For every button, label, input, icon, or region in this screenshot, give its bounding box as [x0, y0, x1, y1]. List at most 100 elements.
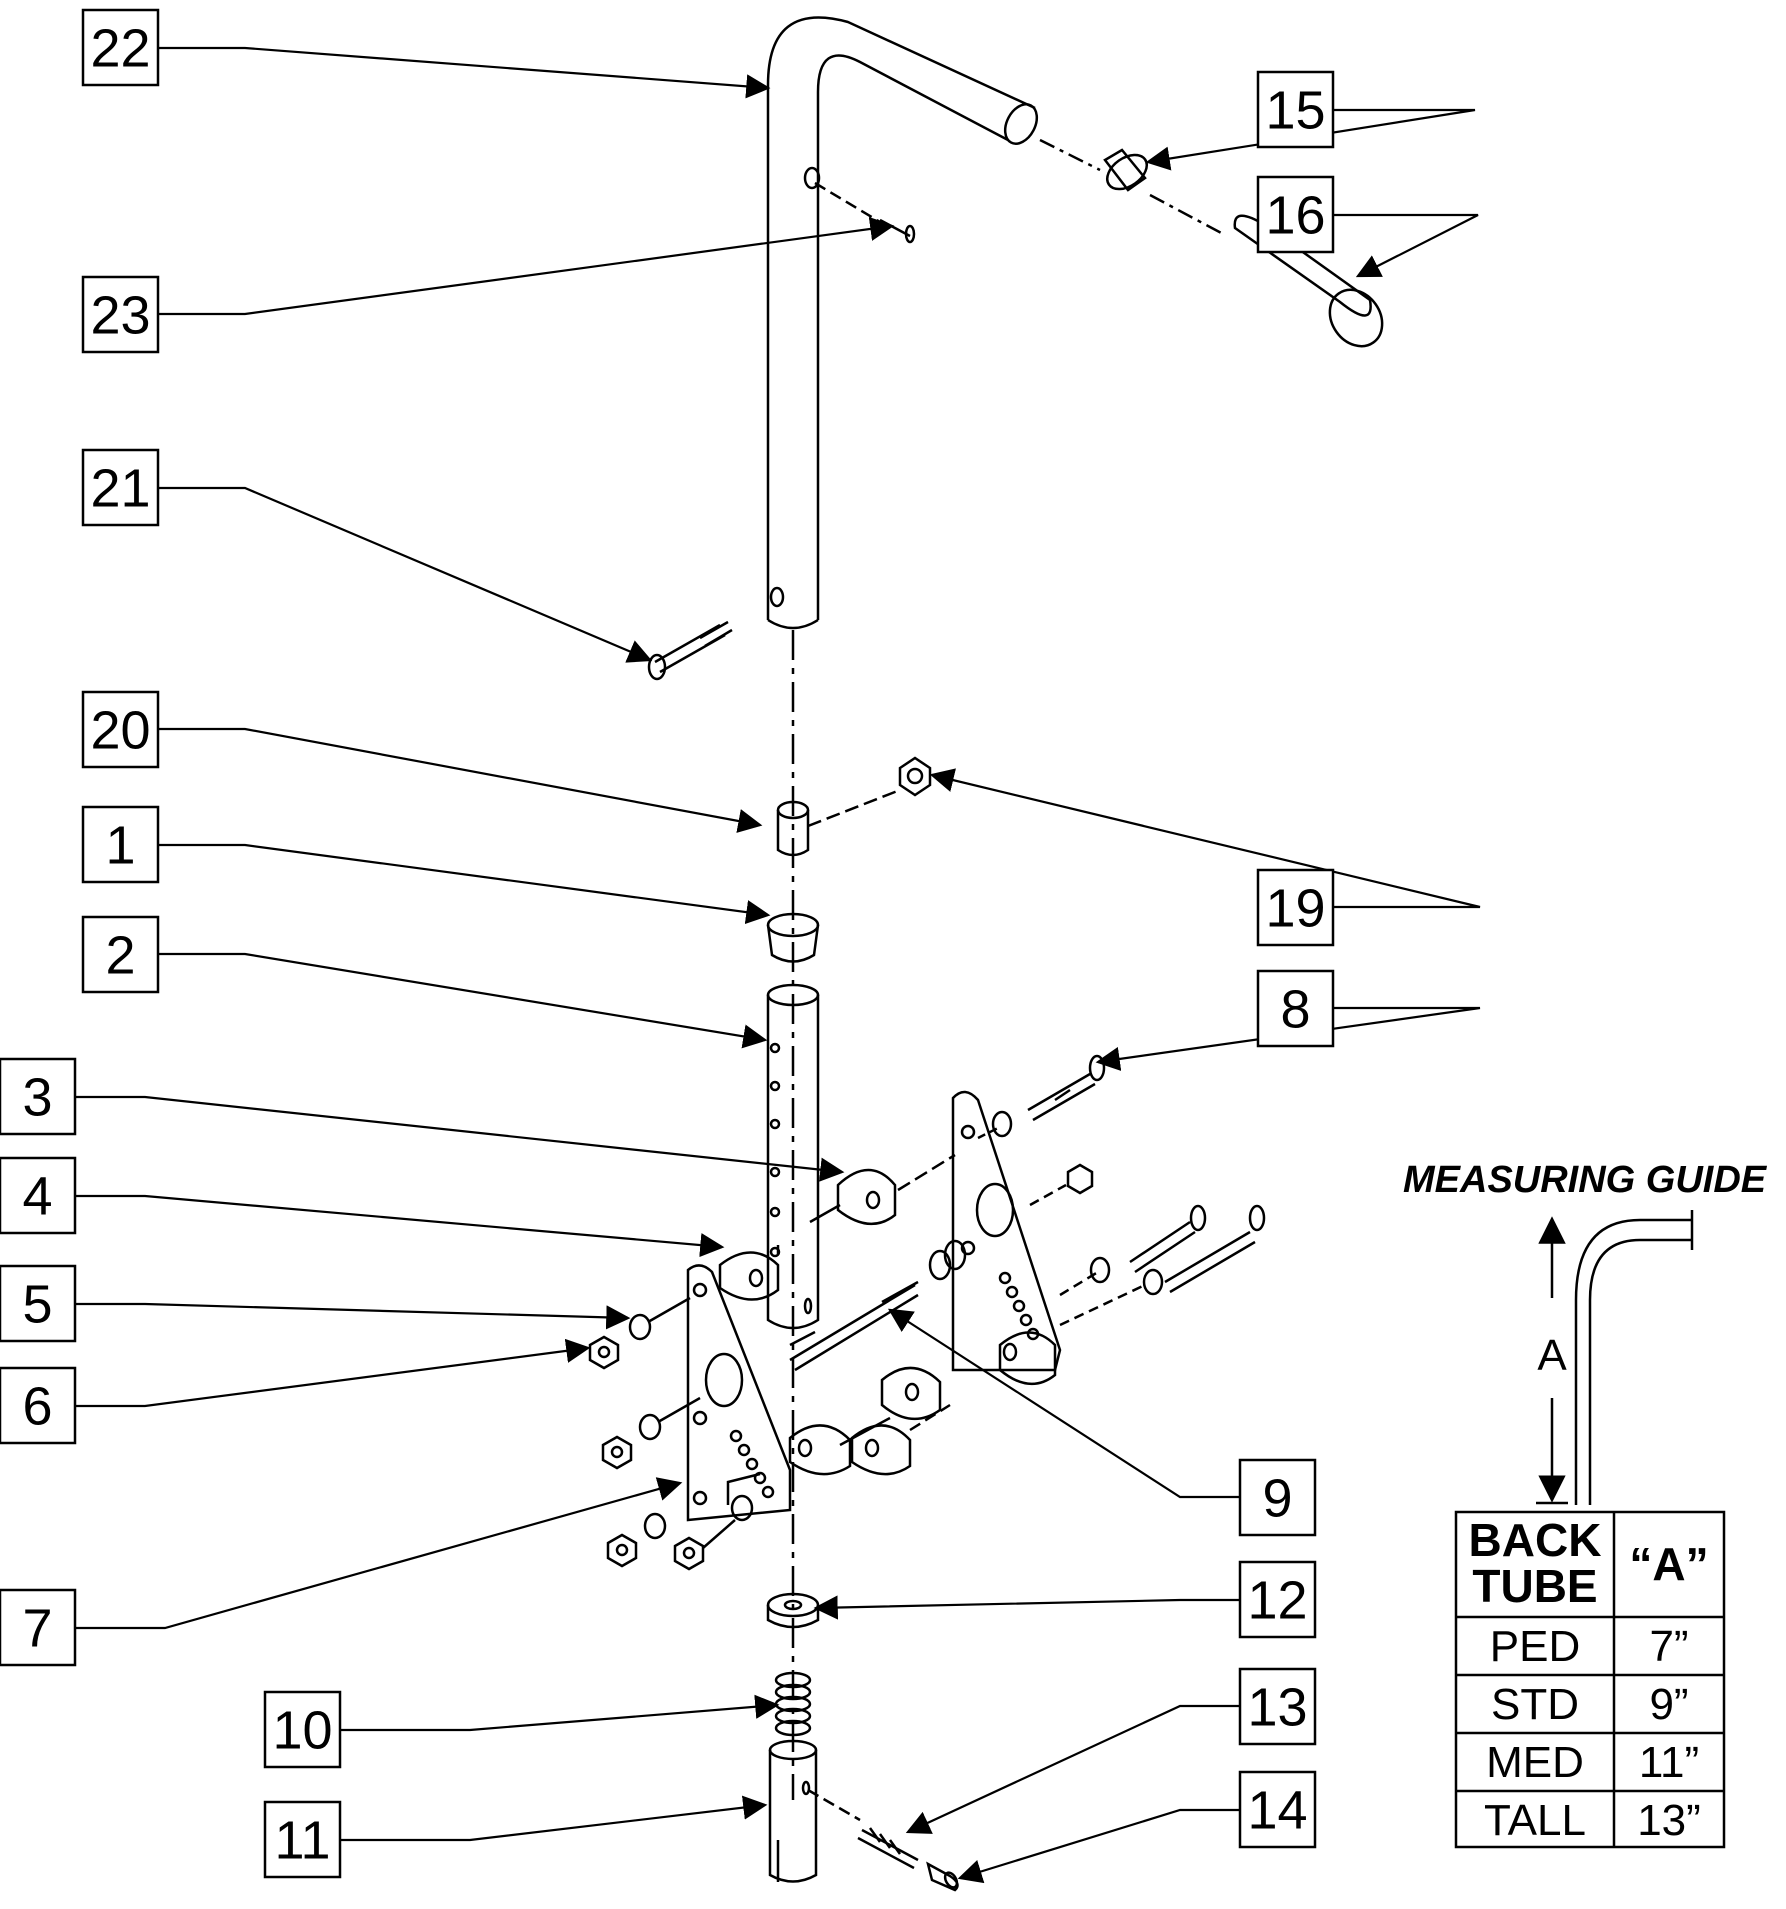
callout-box	[81, 690, 160, 769]
callout-box	[1238, 1667, 1317, 1746]
callout-number: 19	[1265, 879, 1325, 939]
callout-box	[1238, 1770, 1317, 1849]
clamp-part	[776, 788, 901, 857]
callout-box	[0, 1588, 77, 1667]
measuring-guide: MEASURING GUIDE A BACK TUBE “A” PED 7” STD…	[1403, 1159, 1768, 1849]
callout-number: 23	[90, 286, 150, 346]
callout-21: 21	[81, 448, 160, 527]
callout-number: 15	[1265, 81, 1325, 141]
nut-part	[898, 756, 932, 797]
long-screw-part	[647, 620, 733, 681]
callout-22: 22	[81, 8, 160, 87]
callout-box	[1238, 1560, 1317, 1639]
callout-6: 6	[0, 1366, 77, 1445]
leader-lines	[75, 46, 1481, 1884]
bushing-part	[766, 912, 820, 963]
callout-9: 9	[1238, 1458, 1317, 1537]
callout-box	[0, 1156, 77, 1235]
callout-number: 4	[22, 1167, 52, 1227]
washer-part	[766, 1592, 820, 1629]
table-cell-a: 9”	[1649, 1680, 1688, 1729]
callout-8: 8	[1256, 969, 1335, 1048]
callout-box	[81, 8, 160, 87]
table-cell-tube: TALL	[1484, 1796, 1586, 1845]
plug-part	[1039, 138, 1148, 192]
table-cell-a: 13”	[1637, 1796, 1701, 1845]
callout-number: 5	[22, 1275, 52, 1335]
parts-drawing	[588, 16, 1384, 1892]
grip-part	[1149, 193, 1384, 348]
callout-11: 11	[263, 1800, 342, 1879]
callout-number: 12	[1247, 1571, 1307, 1631]
callout-box	[1256, 175, 1335, 254]
callout-box	[0, 1366, 77, 1445]
screw-part	[814, 181, 916, 244]
callout-3: 3	[0, 1057, 77, 1136]
callout-box	[81, 915, 160, 994]
callout-box	[1238, 1458, 1317, 1537]
callout-5: 5	[0, 1264, 77, 1343]
callout-number: 10	[272, 1701, 332, 1761]
callout-23: 23	[81, 275, 160, 354]
callout-13: 13	[1238, 1667, 1317, 1746]
callout-20: 20	[81, 690, 160, 769]
table-header-back: BACK	[1469, 1514, 1602, 1566]
callout-7: 7	[0, 1588, 77, 1667]
table-cell-tube: PED	[1490, 1622, 1580, 1671]
spacer-blocks	[718, 1153, 1057, 1476]
table-cell-a: 7”	[1649, 1622, 1688, 1671]
callout-number: 3	[22, 1068, 52, 1128]
callout-number: 1	[105, 816, 135, 876]
callout-number: 20	[90, 701, 150, 761]
callout-box	[263, 1800, 342, 1879]
callout-10: 10	[263, 1690, 342, 1769]
lower-tube-part	[766, 983, 820, 1330]
guide-dimension-label: A	[1537, 1331, 1567, 1380]
guide-tube-drawing	[1536, 1210, 1694, 1505]
callout-box	[81, 275, 160, 354]
right-bolts	[977, 1054, 1266, 1327]
callout-12: 12	[1238, 1560, 1317, 1639]
table-header-a: “A”	[1629, 1538, 1708, 1590]
callout-number: 13	[1247, 1678, 1307, 1738]
right-bracket-part	[951, 1090, 1062, 1372]
callout-box	[81, 448, 160, 527]
callout-2: 2	[81, 915, 160, 994]
table-cell-a: 11”	[1639, 1738, 1699, 1787]
measuring-guide-title: MEASURING GUIDE	[1403, 1159, 1768, 1201]
callout-19: 19	[1256, 868, 1335, 947]
callout-number: 22	[90, 19, 150, 79]
callout-number: 11	[274, 1811, 330, 1871]
callout-number: 16	[1265, 186, 1325, 246]
callout-box	[81, 805, 160, 884]
callout-number: 8	[1280, 980, 1310, 1040]
callout-box	[1256, 969, 1335, 1048]
left-bracket-part	[686, 1264, 792, 1522]
callout-number: 7	[22, 1599, 52, 1659]
callout-4: 4	[0, 1156, 77, 1235]
lower-sleeve-part	[768, 1739, 861, 1883]
back-tube-part	[766, 16, 1039, 630]
table-cell-tube: STD	[1491, 1680, 1579, 1729]
pin-part	[857, 1827, 919, 1870]
callout-number: 21	[90, 459, 150, 519]
callout-16: 16	[1256, 175, 1335, 254]
table-header-tube: TUBE	[1472, 1560, 1597, 1612]
callout-1: 1	[81, 805, 160, 884]
callout-15: 15	[1256, 70, 1335, 149]
callout-number: 6	[22, 1377, 52, 1437]
threaded-rod-part	[789, 1239, 967, 1372]
callout-number: 14	[1247, 1781, 1307, 1841]
callout-box	[263, 1690, 342, 1769]
callout-box	[1256, 70, 1335, 149]
callout-box	[0, 1057, 77, 1136]
callout-number: 9	[1262, 1469, 1292, 1529]
left-hardware	[588, 1296, 754, 1571]
pin-cap-part	[926, 1861, 959, 1892]
callout-14: 14	[1238, 1770, 1317, 1849]
callout-number: 2	[105, 926, 135, 986]
